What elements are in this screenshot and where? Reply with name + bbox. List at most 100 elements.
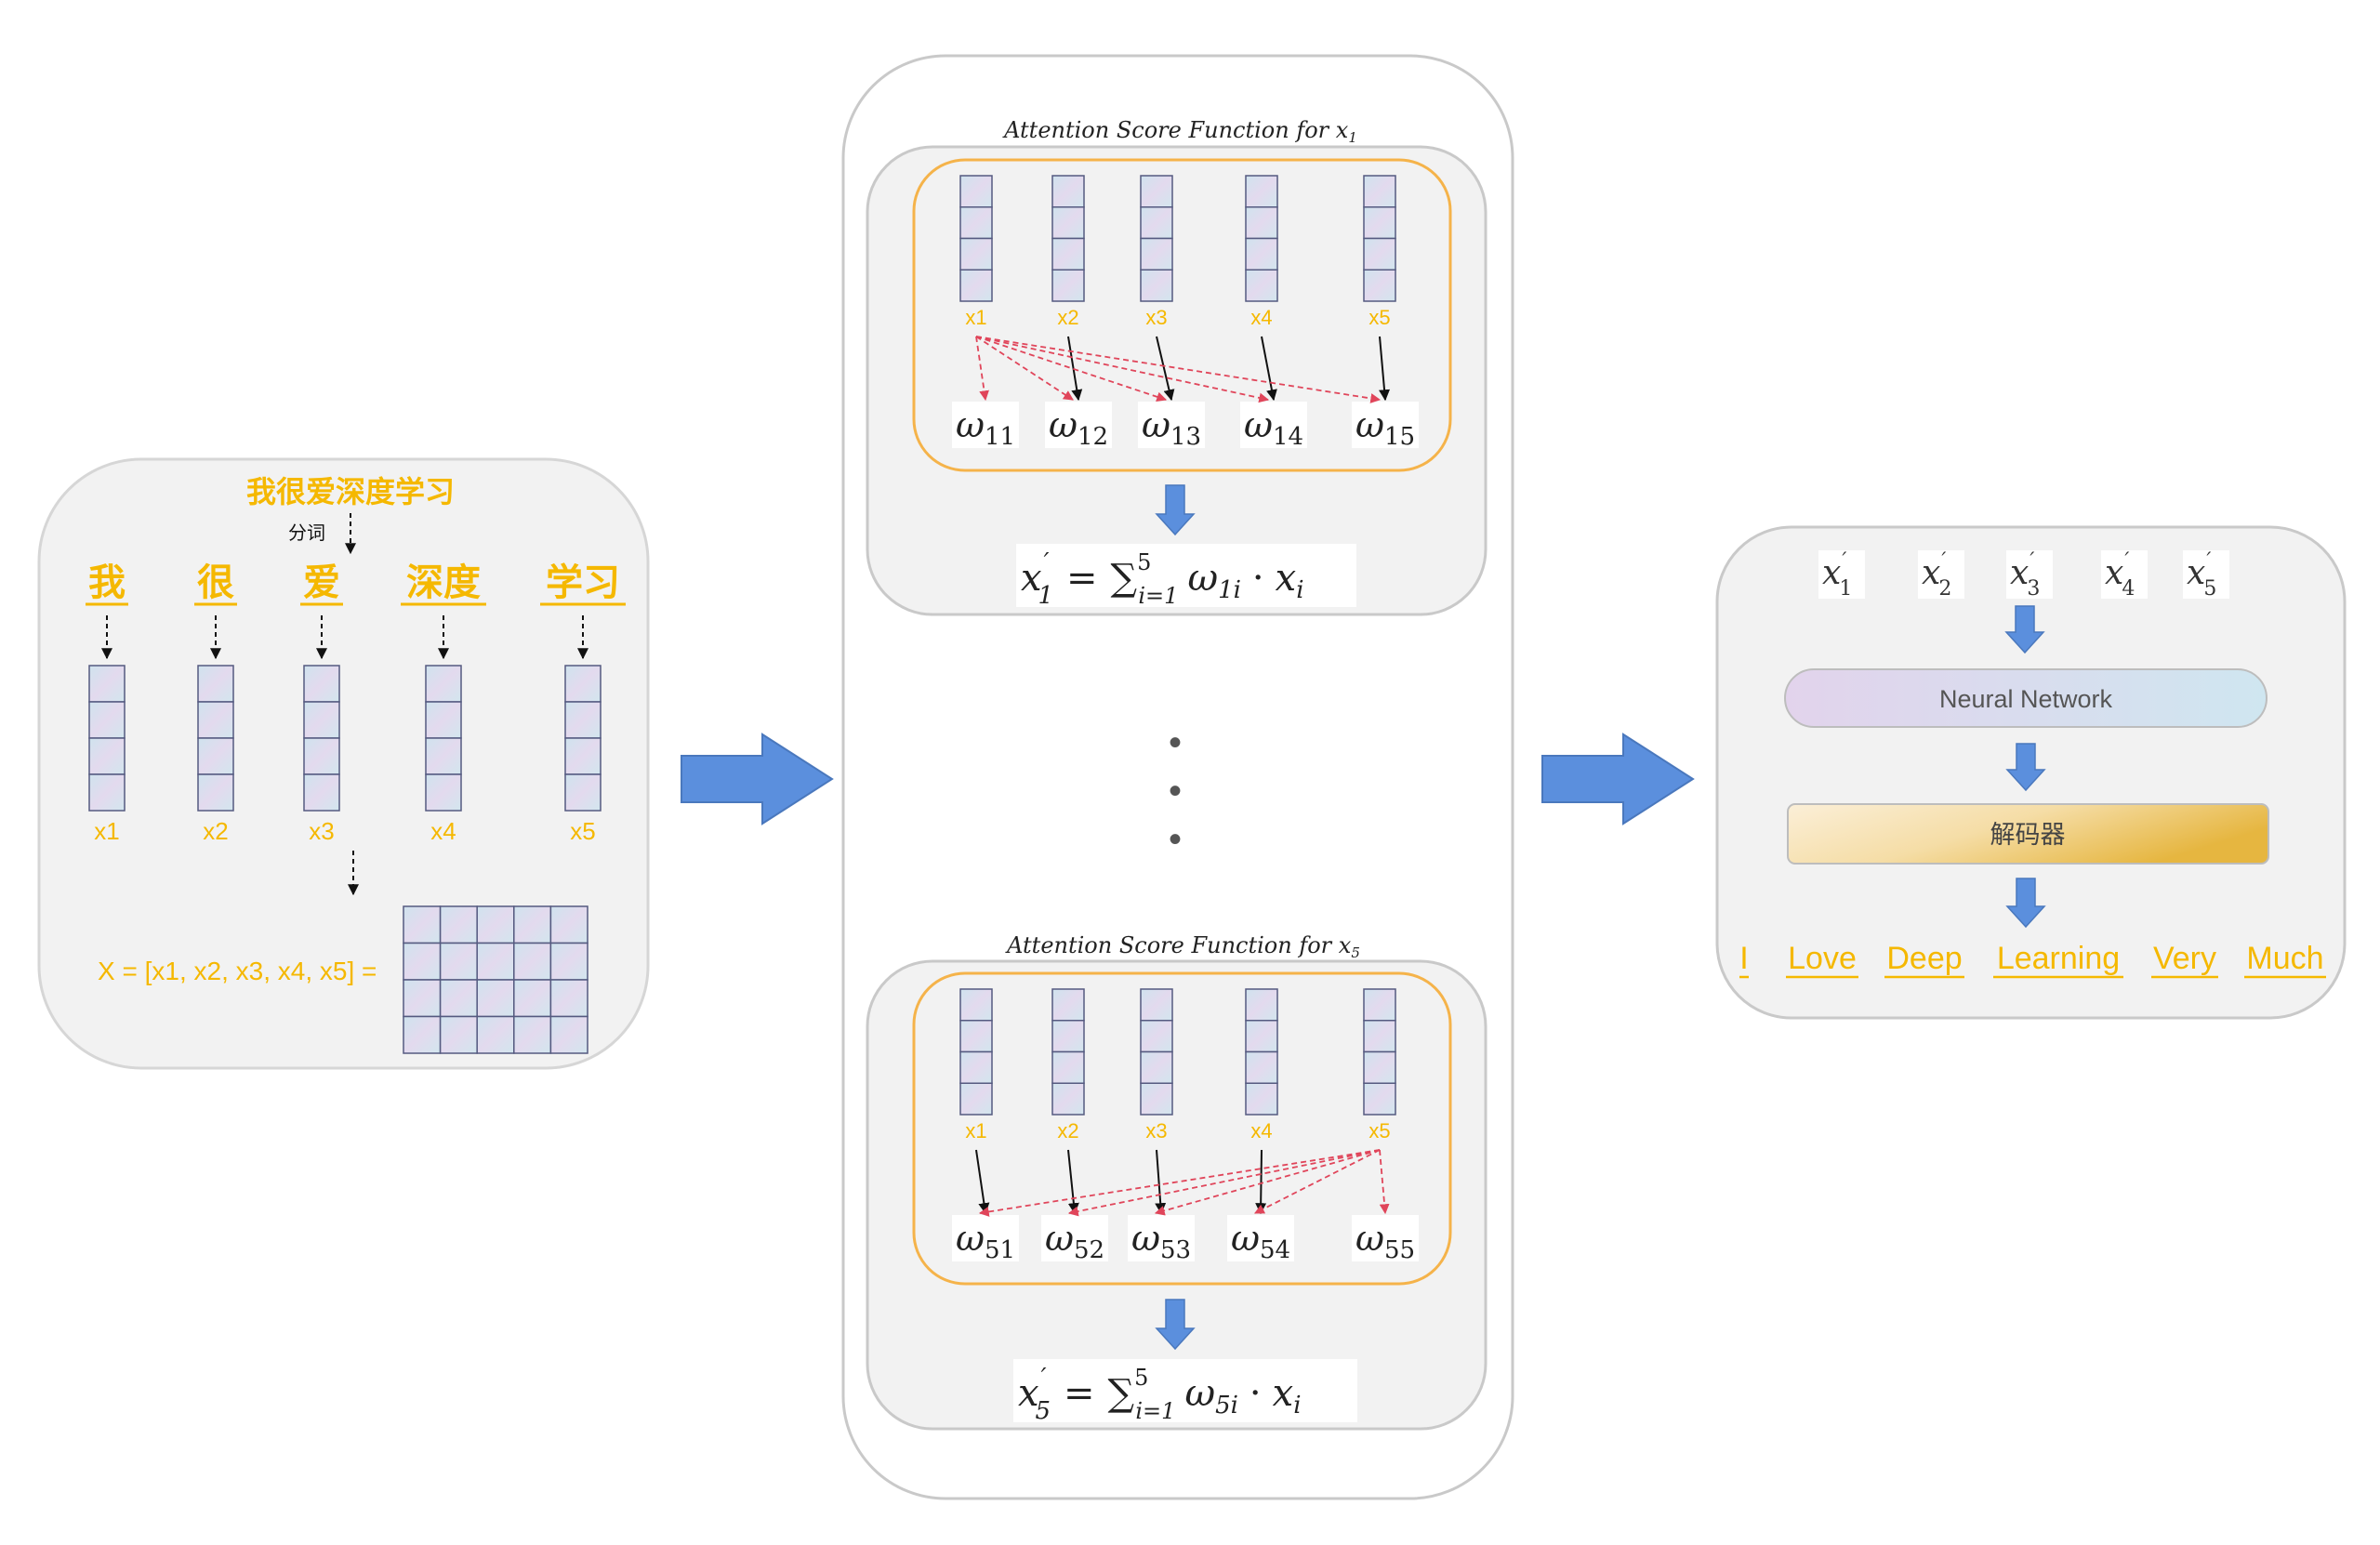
block-vector-1 xyxy=(959,175,993,302)
vector-cell xyxy=(1363,1082,1396,1116)
block-vector-3 xyxy=(1140,175,1173,302)
sentence-title: 我很爱深度学习 xyxy=(246,474,455,509)
output-word-4: Learning xyxy=(1997,941,2120,976)
vector-cell xyxy=(303,701,340,739)
vector-label: x5 xyxy=(570,817,595,845)
block-vector-label: x5 xyxy=(1368,306,1390,329)
block-vector-label: x4 xyxy=(1250,306,1272,329)
matrix-cell xyxy=(549,1015,588,1054)
matrix-cell xyxy=(513,1015,552,1054)
weight-bg xyxy=(952,402,1019,448)
weight-bg xyxy=(1138,402,1205,448)
weight-bg xyxy=(1227,1215,1294,1261)
token-1: 我 xyxy=(88,561,126,604)
decoder-label: 解码器 xyxy=(1990,821,2066,850)
vector-cell xyxy=(959,988,993,1022)
value-arrow xyxy=(1156,336,1175,402)
score-box-x1 xyxy=(912,158,1452,472)
block-vector-label: x2 xyxy=(1057,1119,1078,1142)
vector-cell xyxy=(1363,206,1396,240)
vector-cell xyxy=(959,1082,993,1116)
vector-cell xyxy=(425,665,462,703)
vector-cell xyxy=(564,773,602,812)
flow-arrow-right xyxy=(1541,733,1695,825)
vector-cell xyxy=(1051,988,1085,1022)
output-x2: x′2 xyxy=(1922,549,1951,601)
vector-cell xyxy=(1245,1082,1278,1116)
attention-arrow xyxy=(975,336,1270,403)
value-arrow xyxy=(1155,1149,1167,1215)
matrix-cell xyxy=(439,979,478,1018)
matrix-cell xyxy=(476,905,515,944)
attention-arrow xyxy=(975,336,1382,403)
weight-bg xyxy=(1128,1215,1195,1261)
vector-cell xyxy=(1140,988,1173,1022)
token-3: 爱 xyxy=(303,561,340,604)
vector-cell xyxy=(1140,1020,1173,1053)
vector-cell xyxy=(1140,269,1173,302)
vector-label: x1 xyxy=(94,817,119,845)
block-vector-2 xyxy=(1051,988,1085,1116)
vector-cell xyxy=(564,701,602,739)
token-vector-5 xyxy=(564,665,602,812)
token-vector-2 xyxy=(197,665,234,812)
vector-cell xyxy=(1363,1020,1396,1053)
output-bg xyxy=(2006,550,2053,599)
block-vector-3 xyxy=(1140,988,1173,1116)
vector-cell xyxy=(1051,1020,1085,1053)
matrix-cell xyxy=(513,942,552,981)
weight-13: ω13 xyxy=(1142,404,1201,451)
vector-cell xyxy=(88,773,126,812)
vector-cell xyxy=(1051,175,1085,208)
vector-cell xyxy=(959,175,993,208)
output-x4: x′4 xyxy=(2105,549,2135,601)
vector-cell xyxy=(1245,988,1278,1022)
vector-cell xyxy=(1245,206,1278,240)
down-arrow-to-words xyxy=(2005,878,2046,929)
output-word-2: Love xyxy=(1788,941,1857,976)
vector-cell xyxy=(959,237,993,271)
matrix-cell xyxy=(476,942,515,981)
value-arrow xyxy=(975,1149,990,1215)
matrix-cell xyxy=(439,1015,478,1054)
ellipsis-dot-3: • xyxy=(1169,819,1182,860)
vector-cell xyxy=(197,737,234,775)
value-arrow xyxy=(1379,336,1391,402)
value-arrow xyxy=(1255,1149,1267,1215)
vector-cell xyxy=(425,701,462,739)
vector-cell xyxy=(303,737,340,775)
vector-cell xyxy=(1245,1020,1278,1053)
value-arrow xyxy=(1067,336,1083,402)
down-arrow-x5 xyxy=(1155,1299,1196,1351)
formula-bg-x5 xyxy=(1013,1359,1357,1422)
vector-label: x4 xyxy=(430,817,456,845)
vector-cell xyxy=(1140,237,1173,271)
down-arrow-to-network xyxy=(2004,605,2045,654)
output-word-6: Much xyxy=(2246,941,2323,976)
block-vector-label: x3 xyxy=(1145,1119,1167,1142)
matrix-cell xyxy=(549,905,588,944)
value-arrow xyxy=(1261,336,1277,402)
vector-cell xyxy=(1363,1050,1396,1084)
block-vector-4 xyxy=(1245,175,1278,302)
weight-12: ω12 xyxy=(1049,404,1108,451)
token-vector-1 xyxy=(88,665,126,812)
attention-arrow xyxy=(975,336,989,402)
weight-54: ω54 xyxy=(1231,1218,1290,1264)
attention-arrow xyxy=(978,1149,1381,1217)
block-vector-4 xyxy=(1245,988,1278,1116)
matrix-cell xyxy=(403,905,442,944)
attention-block-x5 xyxy=(866,959,1488,1431)
matrix-cell xyxy=(549,979,588,1018)
vector-cell xyxy=(1140,1082,1173,1116)
weight-bg xyxy=(952,1215,1019,1261)
matrix-label: X = [x1, x2, x3, x4, x5] = xyxy=(98,957,377,985)
output-bg xyxy=(2183,550,2229,599)
value-arrow xyxy=(1067,1149,1079,1215)
output-word-3: Deep xyxy=(1886,941,1962,976)
block-vector-label: x1 xyxy=(965,306,986,329)
matrix-cell xyxy=(513,905,552,944)
vector-cell xyxy=(197,773,234,812)
